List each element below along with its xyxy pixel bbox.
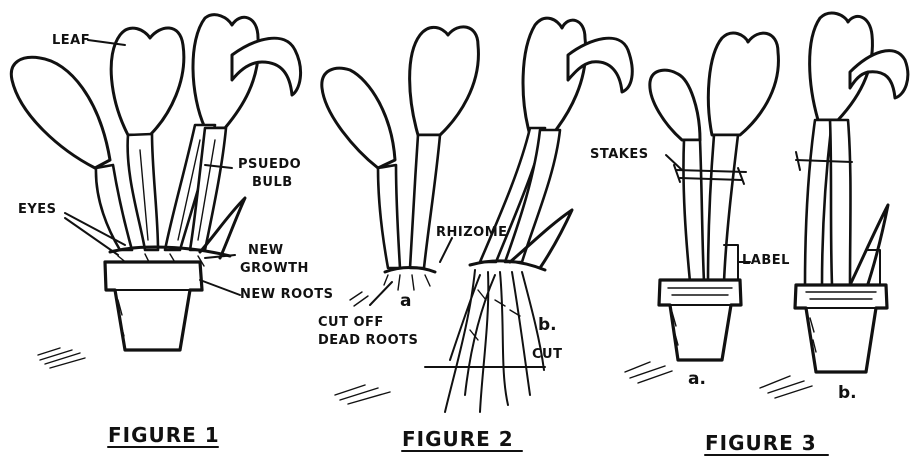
fig1-label-bulb: BULB [252,175,293,190]
fig3-caption: FIGURE 3 [705,431,817,455]
fig2-shadow [335,385,390,404]
fig1-leaf-right [193,15,258,128]
fig2-label-rhizome: RHIZOME [436,225,508,240]
fig2-caption: FIGURE 2 [402,427,514,451]
figure-3: STAKES LABEL a. b. FIGURE 3 [590,13,908,455]
figure-2: RHIZOME a b. CUT OFF DEAD ROOTS CUT FIGU… [318,18,632,451]
fig3b-pseudobulb-2 [830,120,851,285]
fig3-label-label: LABEL [742,253,790,268]
fig3a-leaf-right [708,33,778,135]
fig3b-pot [795,285,887,372]
fig1-leaf-left [11,57,110,168]
fig1-label-eyes: EYES [18,202,57,217]
fig1-label-new: NEW [248,243,284,258]
fig2a-leaf-right [410,27,479,135]
fig3b-pseudobulb-1 [805,120,832,285]
fig2-label-cut: CUT [532,347,562,362]
fig2a-leaf-left [322,68,395,168]
fig2a-pseudobulb-1 [378,165,400,268]
figure-1: LEAF PSUEDO BULB EYES NEW GROWTH NEW ROO… [11,15,333,447]
fig3a-pseudobulb-2 [708,135,738,282]
fig3a-leaf-left [650,70,700,140]
fig3-shadow-a [625,362,672,383]
fig2b-roots [445,270,544,412]
fig2-label-cut-off: CUT OFF [318,315,384,330]
fig1-label-pseudo: PSUEDO [238,157,301,172]
fig2-label-dead-roots: DEAD ROOTS [318,333,418,348]
fig3a-pseudobulb-1 [683,140,704,282]
fig1-label-new-roots: NEW ROOTS [240,287,333,302]
fig1-shadow [38,348,85,368]
fig1-caption: FIGURE 1 [108,423,220,447]
fig3-label-stakes: STAKES [590,147,649,162]
fig1-label-leaf: LEAF [52,33,90,48]
fig2-label-b: b. [538,315,557,335]
fig3-label-a: a. [688,369,706,389]
fig3a-pot [659,280,741,360]
fig2-label-a: a [400,291,411,311]
fig1-pseudobulb-1 [96,165,132,250]
fig3b-new-growth [850,205,888,290]
fig3-shadow-b [760,376,812,398]
fig1-pseudobulb-2 [128,134,158,250]
fig3-label-b: b. [838,383,857,403]
fig2b-leaf-left [523,18,586,135]
fig2a-pseudobulb-2 [410,135,440,268]
fig1-label-growth: GROWTH [240,261,309,276]
